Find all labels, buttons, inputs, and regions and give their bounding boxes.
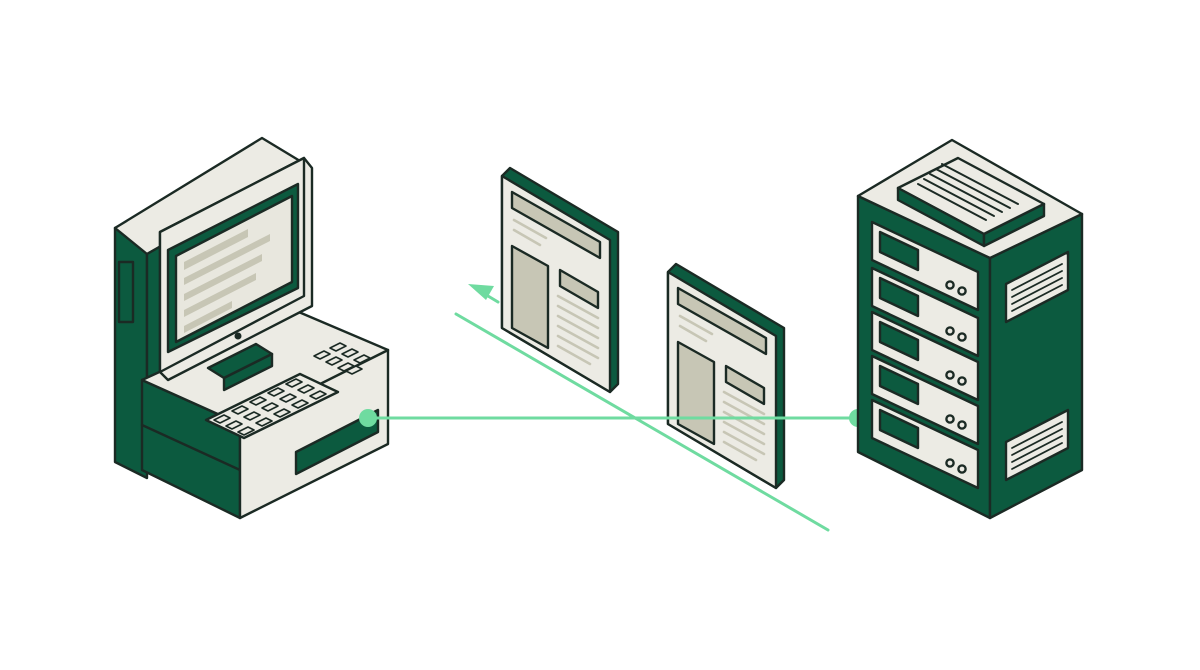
control-buttons xyxy=(313,342,371,375)
document-text-lines xyxy=(512,218,600,366)
document-text-lines xyxy=(678,314,766,462)
keyboard-keys xyxy=(213,378,327,436)
server-rack-icon xyxy=(856,138,1084,520)
rack-unit xyxy=(870,398,980,490)
power-button-icon xyxy=(234,332,242,340)
client-connection-dot xyxy=(359,409,377,427)
document-icon xyxy=(666,262,786,490)
screen-text-lines xyxy=(184,229,270,333)
document-icon xyxy=(500,166,620,394)
side-vent xyxy=(1004,408,1070,482)
side-vent xyxy=(1004,250,1070,324)
arrow-head-icon xyxy=(468,284,494,300)
rack-unit xyxy=(870,310,980,402)
server-client-link xyxy=(454,312,830,532)
desktop-computer-icon xyxy=(113,136,390,520)
connection-links xyxy=(366,284,860,532)
rack-unit xyxy=(870,354,980,446)
rack-unit xyxy=(870,220,980,312)
rack-units xyxy=(870,220,980,490)
top-vent-slats xyxy=(917,163,1019,221)
rack-unit xyxy=(870,266,980,358)
